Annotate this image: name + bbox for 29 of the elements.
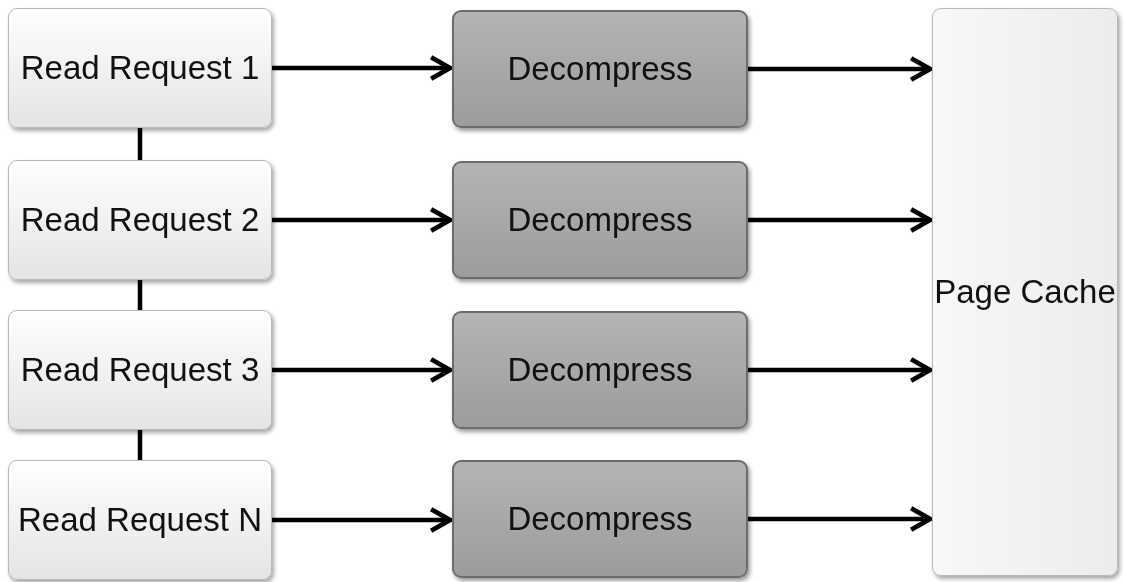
arrow [272, 506, 453, 534]
arrow [272, 206, 453, 234]
process-box [452, 10, 748, 128]
process-box [452, 460, 748, 578]
node-label: Decompress [507, 48, 693, 89]
request-box [8, 460, 272, 580]
arrow [748, 55, 933, 83]
node-label: Read Request 1 [20, 47, 260, 88]
connector-line [137, 280, 143, 310]
request-box [8, 8, 272, 128]
connector-line [137, 430, 143, 460]
arrow [748, 206, 933, 234]
node-label: Read Request 2 [20, 199, 260, 240]
node-label: Decompress [507, 199, 693, 240]
process-box [452, 311, 748, 429]
process-box [452, 161, 748, 279]
node-label: Read Request 3 [20, 349, 260, 390]
arrow [748, 505, 933, 533]
node-label: Read Request N [18, 499, 262, 540]
node-label: Page Cache [934, 271, 1116, 312]
arrow [272, 356, 453, 384]
cache-box [932, 8, 1118, 576]
request-box [8, 160, 272, 280]
request-box [8, 310, 272, 430]
node-label: Decompress [507, 498, 693, 539]
arrow [748, 356, 933, 384]
arrow [272, 54, 453, 82]
node-label: Decompress [507, 349, 693, 390]
connector-line [137, 128, 143, 160]
